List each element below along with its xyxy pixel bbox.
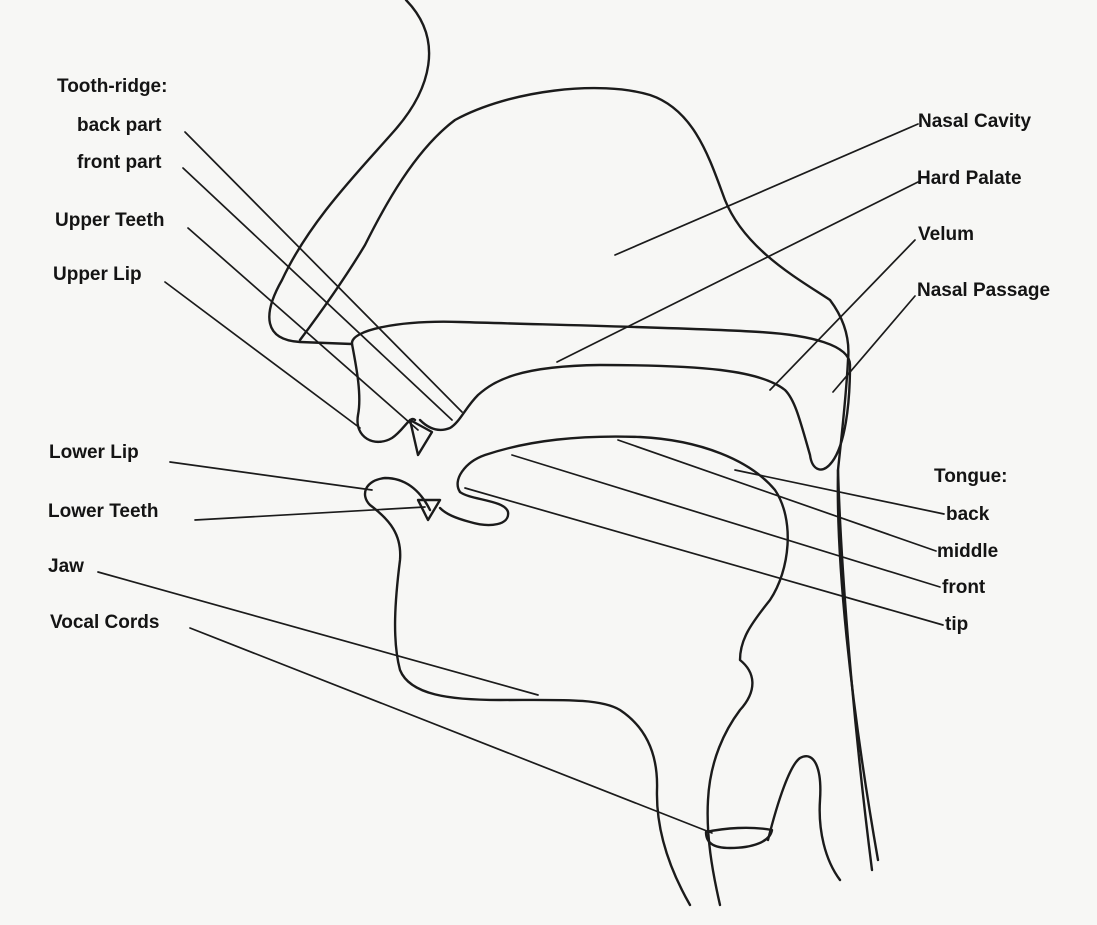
leader-tongue-middle [618, 440, 936, 551]
label-vocal-cords: Vocal Cords [50, 613, 159, 632]
label-tongue-middle: middle [937, 542, 998, 561]
leader-velum [770, 240, 915, 390]
label-tongue-tip: tip [945, 615, 968, 634]
leader-back-part [185, 132, 462, 412]
label-tooth-ridge: Tooth-ridge: [57, 77, 167, 96]
label-jaw: Jaw [48, 557, 84, 576]
pharynx-back-wall [838, 470, 872, 870]
label-tongue-back: back [946, 505, 989, 524]
label-back-part: back part [77, 116, 161, 135]
label-front-part: front part [77, 153, 161, 172]
leader-lower-teeth [195, 507, 425, 520]
label-lower-lip: Lower Lip [49, 443, 139, 462]
label-hard-palate: Hard Palate [917, 169, 1022, 188]
leader-upper-teeth [188, 228, 418, 430]
label-lower-teeth: Lower Teeth [48, 502, 159, 521]
larynx-outline [768, 756, 840, 880]
label-tongue-front: front [942, 578, 985, 597]
anatomy-outlines [269, 0, 878, 905]
tongue-outline [458, 437, 788, 905]
vocal-cords-outline [706, 828, 772, 848]
label-upper-lip: Upper Lip [53, 265, 142, 284]
nose-outline [269, 0, 429, 344]
leader-tongue-tip [465, 488, 943, 625]
nasal-cavity-outline [300, 88, 878, 860]
leader-vocal-cords [190, 628, 712, 833]
leader-lower-lip [170, 462, 372, 490]
label-tongue: Tongue: [934, 467, 1008, 486]
leader-jaw [98, 572, 538, 695]
label-nasal-passage: Nasal Passage [917, 281, 1050, 300]
label-velum: Velum [918, 225, 974, 244]
leader-upper-lip [165, 282, 360, 428]
leader-tongue-front [512, 455, 940, 587]
label-nasal-cavity: Nasal Cavity [918, 112, 1031, 131]
leader-hard-palate [557, 182, 918, 362]
leader-nasal-passage [833, 296, 915, 392]
upper-lip-outline [352, 344, 415, 442]
label-upper-teeth: Upper Teeth [55, 211, 164, 230]
leader-lines [98, 124, 944, 833]
leader-nasal-cavity [615, 124, 918, 255]
leader-front-part [183, 168, 452, 420]
